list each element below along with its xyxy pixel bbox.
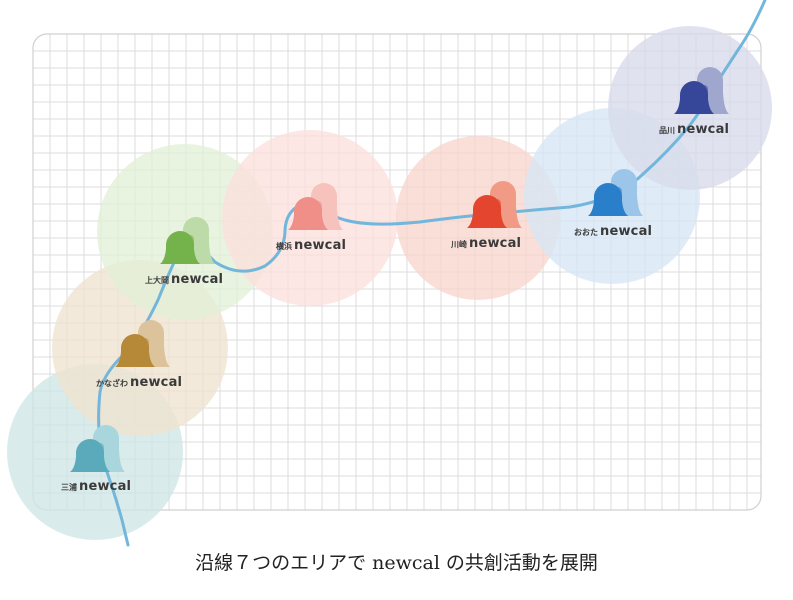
newcal-bells-kamiooka-icon xyxy=(160,217,215,264)
area-label-miura: 三浦 newcal xyxy=(61,479,131,494)
newcal-bells-kawasaki-icon xyxy=(467,181,522,228)
area-brand-kawasaki: newcal xyxy=(469,236,522,251)
area-name-yokohama: 横浜 xyxy=(276,242,292,251)
area-brand-kanazawa: newcal xyxy=(130,375,183,390)
area-label-oota: おおた newcal xyxy=(574,224,652,239)
area-name-kamiooka: 上大岡 xyxy=(145,276,169,285)
area-name-oota: おおた xyxy=(574,228,598,237)
grid-frame xyxy=(32,33,762,511)
newcal-bells-oota-icon xyxy=(588,169,643,216)
newcal-bells-miura-icon xyxy=(70,425,125,472)
newcal-bells-kanazawa-icon xyxy=(115,320,170,367)
area-name-shinagawa: 品川 xyxy=(659,126,675,135)
area-brand-miura: newcal xyxy=(79,479,132,494)
area-label-kamiooka: 上大岡 newcal xyxy=(145,272,223,287)
area-label-yokohama: 横浜 newcal xyxy=(276,238,346,253)
newcal-bells-yokohama-icon xyxy=(288,183,343,230)
area-label-kawasaki: 川崎 newcal xyxy=(451,236,521,251)
area-brand-shinagawa: newcal xyxy=(677,122,730,137)
area-bell-icons xyxy=(70,67,729,472)
area-brand-kamiooka: newcal xyxy=(171,272,224,287)
area-label-shinagawa: 品川 newcal xyxy=(659,122,729,137)
area-brand-oota: newcal xyxy=(600,224,653,239)
caption-text: 沿線７つのエリアで newcal の共創活動を展開 xyxy=(195,552,598,574)
area-label-kanazawa: かなざわ newcal xyxy=(96,375,182,390)
area-name-miura: 三浦 xyxy=(61,483,77,492)
area-name-kawasaki: 川崎 xyxy=(451,240,467,249)
area-brand-yokohama: newcal xyxy=(294,238,347,253)
newcal-bells-shinagawa-icon xyxy=(674,67,729,114)
area-name-kanazawa: かなざわ xyxy=(96,379,128,388)
